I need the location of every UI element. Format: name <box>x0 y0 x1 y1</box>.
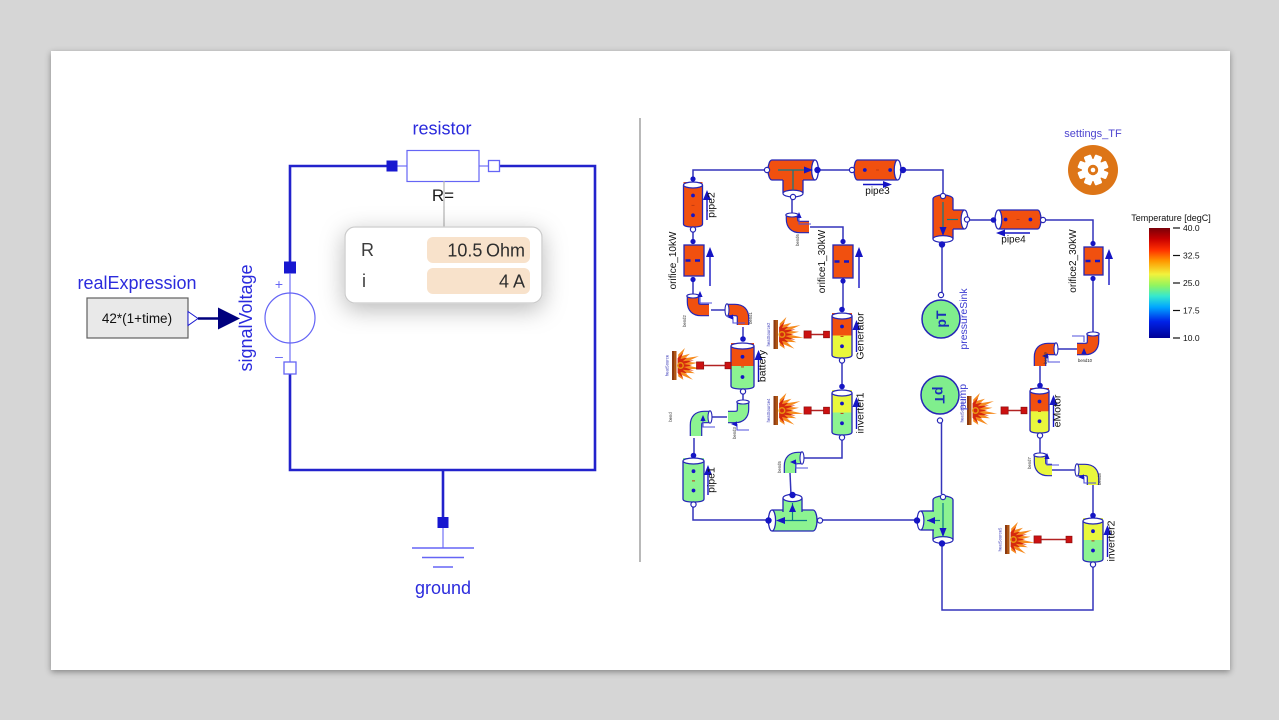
svg-text:pipe1: pipe1 <box>706 467 718 493</box>
svg-text:+: + <box>275 276 283 292</box>
svg-text:heatSource2: heatSource2 <box>766 322 771 346</box>
svg-text:bend5: bend5 <box>777 461 782 473</box>
svg-text:bend10: bend10 <box>1078 358 1093 363</box>
svg-text:heatSource5: heatSource5 <box>998 527 1003 551</box>
svg-text:battery: battery <box>757 349 769 382</box>
svg-text:realExpression: realExpression <box>77 273 196 293</box>
svg-text:bend2: bend2 <box>682 315 687 327</box>
svg-text:i: i <box>362 271 366 291</box>
svg-text:bend6: bend6 <box>795 234 800 246</box>
svg-text:bend9: bend9 <box>1043 352 1048 364</box>
svg-text:pump: pump <box>957 384 969 410</box>
svg-text:eMotor: eMotor <box>1052 394 1064 427</box>
svg-text:inverter1: inverter1 <box>855 392 867 433</box>
svg-text:pT: pT <box>933 310 949 328</box>
svg-text:17.5: 17.5 <box>1183 306 1200 316</box>
svg-text:–: – <box>275 348 283 364</box>
svg-text:orifice2_30kW: orifice2_30kW <box>1068 229 1079 293</box>
svg-text:heatSource4: heatSource4 <box>766 398 771 422</box>
svg-text:pressureSink: pressureSink <box>958 288 970 350</box>
svg-text:settings_TF: settings_TF <box>1064 128 1122 140</box>
svg-text:bend8: bend8 <box>1097 473 1102 485</box>
svg-text:bend3: bend3 <box>732 427 737 439</box>
svg-text:10.5 Ohm: 10.5 Ohm <box>447 241 525 261</box>
svg-text:10.0: 10.0 <box>1183 333 1200 343</box>
svg-text:signalVoltage: signalVoltage <box>236 264 256 371</box>
svg-text:bend: bend <box>668 412 673 422</box>
svg-text:4 A: 4 A <box>499 272 525 292</box>
svg-text:pipe2: pipe2 <box>706 192 718 218</box>
svg-text:Generator: Generator <box>855 312 867 360</box>
svg-text:orifice1_30kW: orifice1_30kW <box>817 229 828 293</box>
svg-text:R=: R= <box>432 186 454 205</box>
svg-text:25.0: 25.0 <box>1183 278 1200 288</box>
svg-text:42*(1+time): 42*(1+time) <box>102 311 172 326</box>
svg-text:32.5: 32.5 <box>1183 251 1200 261</box>
svg-text:R: R <box>361 240 374 260</box>
svg-text:heatSource: heatSource <box>665 354 670 376</box>
svg-text:bend7: bend7 <box>1027 457 1032 469</box>
svg-text:inverter2: inverter2 <box>1106 520 1118 561</box>
svg-text:orifice_10kW: orifice_10kW <box>668 231 679 289</box>
svg-text:pipe3: pipe3 <box>865 186 890 197</box>
svg-text:pipe4: pipe4 <box>1001 235 1026 246</box>
svg-text:ground: ground <box>415 578 471 598</box>
svg-text:Temperature [degC]: Temperature [degC] <box>1131 213 1211 223</box>
svg-text:heatSource3: heatSource3 <box>960 398 965 422</box>
svg-text:40.0: 40.0 <box>1183 223 1200 233</box>
svg-text:pT: pT <box>932 386 948 404</box>
svg-text:bend1: bend1 <box>748 312 753 324</box>
svg-text:resistor: resistor <box>412 119 471 139</box>
